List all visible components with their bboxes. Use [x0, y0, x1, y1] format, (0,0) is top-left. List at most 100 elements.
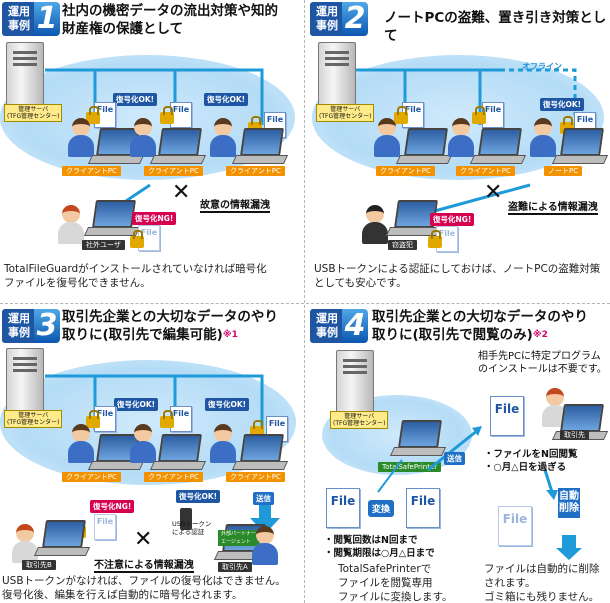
usb-label: USBトークン による認証: [172, 520, 212, 536]
title-line: 取引先企業との大切なデータのやり: [372, 309, 588, 325]
block-x-icon: ✕: [172, 180, 191, 205]
laptop-pc-label: ノートPC: [544, 166, 583, 176]
client-pc-label: クライアントPC: [226, 166, 285, 176]
desc-line: ファイルに変換します。: [338, 591, 453, 603]
decrypt-ok-badge: 復号化OK!: [176, 490, 221, 503]
title-line: 取りに(取引先で閲覧のみ): [372, 327, 533, 343]
offline-label: オフライン: [522, 62, 562, 71]
product-label: TotalSafePrinter: [378, 462, 442, 472]
lock-icon: [130, 230, 144, 248]
file-icon: File: [170, 102, 192, 128]
partner-user-icon: [250, 526, 280, 566]
desc-line: ファイルを閲覧専用: [338, 577, 433, 589]
panel-title: 取引先企業との大切なデータのやり 取りに(取引先で閲覧のみ)※2: [372, 308, 588, 344]
send-label: 送信: [253, 492, 274, 505]
usb-token-icon: [180, 508, 192, 530]
partner-label: 取引先: [560, 430, 589, 440]
desc-line: USBトークンによる認証にしておけば、ノートPCの盗難対策: [314, 263, 601, 275]
decrypt-ok-badge: 復号化OK!: [540, 98, 585, 111]
desc-line: ファイルを復号化できません。: [4, 277, 151, 289]
client-pc-label: クライアントPC: [226, 472, 285, 482]
server-icon: [318, 42, 356, 108]
thief-label: 窃盗犯: [388, 240, 417, 250]
client-pc-label: クライアントPC: [456, 166, 515, 176]
user-icon: [66, 424, 96, 464]
title-line: ノートPCの盗難、置き引き対策として: [384, 10, 607, 44]
condition-item: ・○月△日を過ぎる: [484, 462, 567, 473]
decrypt-ok-badge: 復号化OK!: [205, 398, 250, 411]
server-label: 管理サーバ (TFG管理センター): [330, 411, 389, 429]
user-icon: [66, 118, 96, 158]
lock-icon: [428, 230, 442, 248]
partner-user-icon: [10, 524, 40, 564]
view-settings: ・閲覧回数はN回まで ・閲覧期限は○月△日まで: [324, 534, 435, 560]
title-line: 社内の機密データの流出対策や知的: [62, 3, 278, 19]
block-x-icon: ✕: [484, 180, 503, 205]
desc-line: TotalFileGuardがインストールされていなければ暗号化: [4, 263, 267, 275]
horizontal-divider: [0, 303, 610, 304]
block-x-icon: ✕: [134, 527, 153, 552]
user-icon: [128, 118, 158, 158]
vertical-divider: [304, 0, 305, 603]
case-number: 1: [34, 2, 60, 36]
lock-icon: [160, 410, 174, 428]
delete-description: ファイルは自動的に削除 されます。 ゴミ箱にも残りません。: [484, 562, 600, 603]
client-pc-label: クライアントPC: [144, 166, 203, 176]
decrypt-ng-badge: 復号化NG!: [132, 212, 177, 225]
panel-title: 取引先企業との大切なデータのやり 取りに(取引先で編集可能)※1: [62, 308, 278, 344]
lock-icon: [86, 106, 100, 124]
decrypt-ng-badge: 復号化NG!: [430, 213, 475, 226]
install-note: 相手先PCに特定プログラム のインストールは不要です。: [478, 350, 607, 376]
server-label: 管理サーバ (TFG管理センター): [316, 104, 375, 122]
desc-line: としても安心です。: [314, 277, 407, 289]
case-tag: 運用 事例: [310, 309, 344, 343]
case-badge: 運用 事例 2: [310, 2, 368, 36]
setting-item: ・閲覧回数はN回まで: [324, 535, 418, 546]
panel-description: USBトークンがなければ、ファイルの復号化はできません。 復号化後、編集を行えば…: [2, 574, 286, 602]
client-pc-label: クライアントPC: [62, 166, 121, 176]
convert-label: 変換: [368, 500, 395, 517]
send-label: 送信: [444, 452, 465, 465]
file-icon: File: [94, 514, 116, 540]
desc-line: TotalSafePrinterで: [338, 563, 432, 575]
panel-title: 社内の機密データの流出対策や知的 財産権の保護として: [62, 2, 278, 38]
file-icon: File: [170, 406, 192, 432]
desc-line: されます。: [484, 577, 536, 589]
lock-icon: [472, 106, 486, 124]
server-label: 管理サーバ (TFG管理センター): [4, 410, 63, 428]
partner-b-label: 取引先B: [22, 560, 56, 570]
user-icon: [208, 118, 238, 158]
panel-title: ノートPCの盗難、置き引き対策として: [384, 9, 610, 45]
footnote-mark: ※1: [222, 330, 238, 340]
leak-label: 盗難による情報漏洩: [508, 202, 598, 215]
client-pc-label: クライアントPC: [144, 472, 203, 482]
user-icon: [528, 118, 558, 158]
case-badge: 運用 事例 4: [310, 309, 368, 343]
user-icon: [208, 424, 238, 464]
case-tag: 運用 事例: [2, 2, 36, 36]
leak-label: 故意の情報漏洩: [200, 200, 270, 213]
file-icon: File: [498, 506, 532, 546]
file-icon: File: [490, 396, 524, 436]
case-tag: 運用 事例: [2, 309, 36, 343]
lock-icon: [160, 106, 174, 124]
decrypt-ok-badge: 復号化OK!: [113, 93, 158, 106]
server-icon: [336, 350, 374, 416]
leak-label: 不注意による情報漏洩: [94, 560, 194, 573]
panel-description: USBトークンによる認証にしておけば、ノートPCの盗難対策 としても安心です。: [314, 262, 600, 290]
title-line: 財産権の保護として: [62, 21, 184, 37]
case-badge: 運用 事例 1: [2, 2, 60, 36]
partner-agent-chip: 外部パートナー エージェント: [218, 530, 260, 546]
case-tag: 運用 事例: [310, 2, 344, 36]
decrypt-ok-badge: 復号化OK!: [114, 398, 159, 411]
partner-a-label: 取引先A: [218, 562, 252, 572]
server-icon: [6, 42, 44, 108]
auto-delete-label: 自動削除: [558, 488, 580, 518]
user-icon: [446, 118, 476, 158]
footnote-mark: ※2: [532, 330, 548, 340]
lock-icon: [86, 410, 100, 428]
lock-icon: [394, 106, 408, 124]
desc-line: ゴミ箱にも残りません。: [484, 591, 600, 603]
setting-item: ・閲覧期限は○月△日まで: [324, 548, 435, 559]
outside-user-label: 社外ユーザ: [82, 240, 125, 250]
